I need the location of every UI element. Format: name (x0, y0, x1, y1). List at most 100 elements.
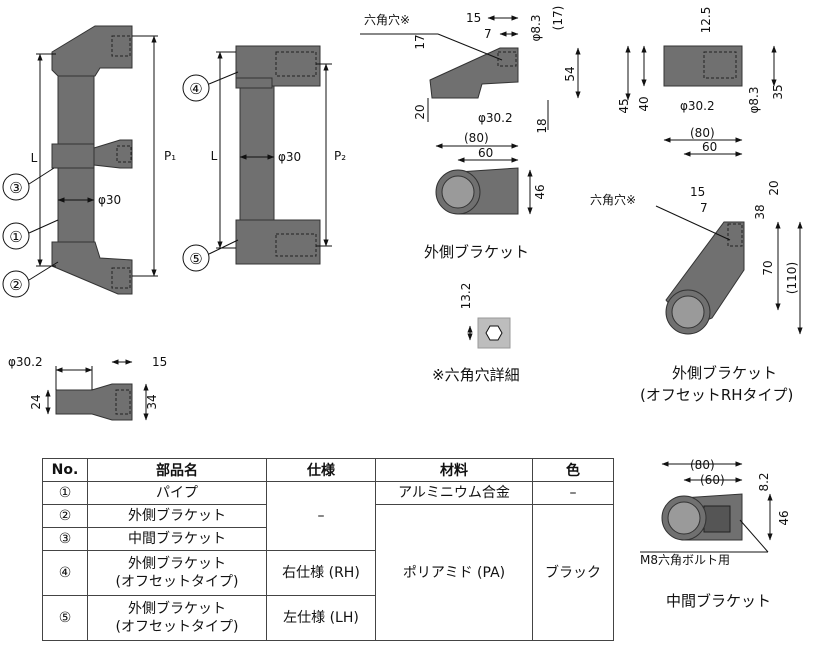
cell-material: ポリアミド (PA) (375, 504, 533, 641)
callout-circle-2 (2, 270, 30, 298)
table-row: ③ 中間ブラケット (42, 527, 614, 551)
dim-L: L (31, 151, 38, 165)
label-hex-hole-2: 六角穴※ (590, 192, 636, 207)
header-part-name: 部品名 (87, 458, 267, 482)
dim-off-7: 7 (700, 201, 708, 215)
cell-no: ⑤ (42, 595, 88, 641)
table-row: ④ 外側ブラケット(オフセットタイプ) 右仕様 (RH) (42, 550, 614, 596)
dim-mc-60: (60) (700, 473, 725, 487)
dim-tr-45: 45 (617, 98, 631, 113)
dim-off-60: 60 (702, 140, 717, 154)
dim-mb-phi302: φ30.2 (8, 355, 43, 369)
cell-part-name: 外側ブラケット (オフセットタイプ) (87, 595, 267, 641)
parts-spec-table: No. 部品名 仕様 材料 色 ① パイプ – アルミニウム合金 – ② 外側ブ… (42, 458, 614, 641)
dim-ob-46: 46 (533, 184, 547, 199)
bracket-side-view-right: 12.5 45 40 φ30.2 φ8.3 35 (617, 7, 785, 114)
middle-bracket-plan-view: (80) (60) 8.2 46 M8六角ボルト用 中間ブラケット (640, 458, 791, 610)
table-row: ① パイプ – アルミニウム合金 – (42, 481, 614, 551)
callout-1: ① (9, 228, 22, 246)
label-hex-hole: 六角穴※ (364, 12, 410, 27)
offset-bracket-plan-view: (80) 60 六角穴※ 15 7 20 38 70 (110) 外側ブラケット… (590, 126, 803, 404)
handle-assembly-standard: L P₁ φ30 ③ ① ② (2, 25, 176, 298)
dim-ob-17: 17 (413, 34, 427, 49)
cell-part-name: 中間ブラケット (87, 527, 267, 551)
cell-spec: – (266, 481, 376, 551)
caption-offset-bracket-2: (オフセットRHタイプ) (640, 386, 793, 404)
middle-bracket-side-view: φ30.2 15 24 34 (8, 355, 167, 421)
dim-tr-40: 40 (637, 96, 651, 111)
callout-circle-5 (182, 244, 210, 272)
table-row: ② 外側ブラケット ポリアミド (PA) ブラック (42, 504, 614, 641)
callout-circle-4 (182, 74, 210, 102)
callout-3: ③ (9, 179, 22, 197)
cell-part-name: パイプ (87, 481, 267, 505)
middle-bracket (51, 143, 95, 169)
dim-phi30-offset: φ30 (278, 150, 301, 164)
caption-outer-bracket: 外側ブラケット (424, 243, 529, 261)
dim-ob-54: 54 (563, 66, 577, 81)
pipe-offset (239, 83, 275, 227)
header-no: No. (42, 458, 88, 482)
part-name-line2: (オフセットタイプ) (115, 574, 239, 590)
cell-part-name: 外側ブラケット (オフセットタイプ) (87, 550, 267, 596)
table-row: ⑤ 外側ブラケット (オフセットタイプ) 左仕様 (LH) (42, 595, 614, 641)
dim-P1: P₁ (164, 149, 176, 163)
caption-hex-detail: ※六角穴詳細 (432, 366, 520, 384)
dim-ob-phi302: φ30.2 (478, 111, 513, 125)
outer-bracket-detail: 六角穴※ 15 7 φ8.3 (17) 17 54 20 φ30.2 18 (8… (360, 6, 581, 261)
dim-ob-60: 60 (478, 146, 493, 160)
callout-4: ④ (189, 80, 202, 98)
dim-off-15: 15 (690, 185, 705, 199)
dim-tr-phi83: φ8.3 (747, 87, 761, 114)
cell-no: ③ (42, 527, 88, 551)
dim-ob-80: (80) (464, 131, 489, 145)
header-color: 色 (532, 458, 614, 482)
dim-ob-phi83: φ8.3 (529, 15, 543, 42)
cell-color: ブラック (532, 504, 614, 641)
part-name-line2: (オフセットタイプ) (115, 619, 239, 635)
header-material: 材料 (375, 458, 533, 482)
dim-off-38: 38 (753, 204, 767, 219)
dim-mc-82: 8.2 (757, 472, 771, 491)
cell-no: ② (42, 504, 88, 528)
cell-spec: 左仕様 (LH) (266, 595, 376, 641)
dim-tr-phi302: φ30.2 (680, 99, 715, 113)
part-name-line1: 外側ブラケット (128, 556, 226, 572)
dim-off-80: (80) (690, 126, 715, 140)
hex-hole-detail: 13.2 ※六角穴詳細 (432, 283, 520, 384)
dim-mc-80: (80) (690, 458, 715, 472)
dim-off-20: 20 (767, 180, 781, 195)
dim-tr-125: 12.5 (699, 7, 713, 34)
label-m8-bolt: M8六角ボルト用 (640, 553, 730, 567)
cell-material: アルミニウム合金 (375, 481, 533, 505)
cell-part-name: 外側ブラケット (87, 504, 267, 528)
dim-ob-17p: (17) (551, 6, 565, 31)
cell-no: ① (42, 481, 88, 505)
dim-ob-15: 15 (466, 11, 481, 25)
callout-circle-1 (2, 222, 30, 250)
caption-offset-bracket-1: 外側ブラケット (672, 364, 777, 382)
offset-bracket-bottom (235, 219, 321, 265)
handle-assembly-offset: L P₂ φ30 ④ ⑤ (182, 45, 346, 272)
dim-ob-18: 18 (535, 118, 549, 133)
callout-5: ⑤ (189, 250, 202, 268)
dim-mb-15: 15 (152, 355, 167, 369)
outer-bracket-top (51, 25, 133, 77)
dim-phi30: φ30 (98, 193, 121, 207)
dim-mb-24: 24 (29, 394, 43, 409)
cell-color: – (532, 481, 614, 505)
callout-circle-3 (2, 173, 30, 201)
dim-mb-34: 34 (145, 394, 159, 409)
cell-no: ④ (42, 550, 88, 596)
dim-hex-132: 13.2 (459, 283, 473, 310)
header-spec: 仕様 (266, 458, 376, 482)
dim-ob-20: 20 (413, 104, 427, 119)
dim-off-110: (110) (785, 262, 799, 294)
dim-L-offset: L (211, 149, 218, 163)
part-name-line1: 外側ブラケット (128, 601, 226, 617)
dim-mc-46: 46 (777, 510, 791, 525)
dim-tr-35: 35 (771, 84, 785, 99)
dim-P2: P₂ (334, 149, 346, 163)
table-header-row: No. 部品名 仕様 材料 色 (42, 458, 614, 482)
